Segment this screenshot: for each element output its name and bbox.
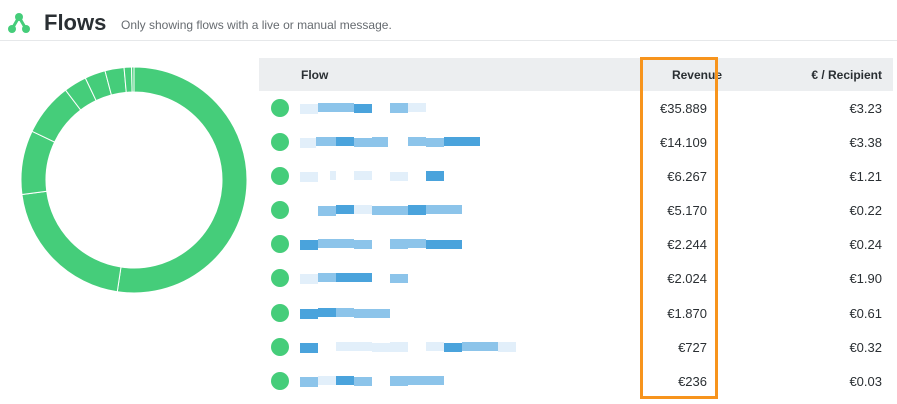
- revenue-value: €5.170: [667, 203, 707, 219]
- status-live-icon: [271, 337, 289, 356]
- flows-logo-icon: [8, 13, 30, 33]
- per-recipient-value: €3.38: [849, 135, 882, 151]
- per-recipient-value: €1.90: [849, 271, 882, 287]
- revenue-value: €35.889: [660, 101, 707, 116]
- status-live-icon: [271, 133, 289, 152]
- status-live-icon: [271, 269, 289, 288]
- revenue-value: €727: [678, 339, 707, 355]
- status-live-icon: [271, 99, 289, 117]
- flow-name-redacted[interactable]: [300, 305, 530, 322]
- page-header: Flows Only showing flows with a live or …: [0, 0, 897, 41]
- column-header-flow[interactable]: Flow: [301, 68, 329, 82]
- status-live-icon: [271, 371, 289, 390]
- revenue-value: €2.024: [667, 271, 707, 287]
- flow-name-redacted[interactable]: [300, 168, 530, 185]
- per-recipient-value: €0.61: [849, 305, 882, 321]
- table-row[interactable]: €35.889 €3.23: [259, 91, 893, 125]
- revenue-value: €1.870: [667, 305, 707, 321]
- flow-name-redacted[interactable]: [300, 202, 530, 219]
- donut-slice[interactable]: [131, 66, 135, 93]
- table-row[interactable]: €2.244 €0.24: [259, 227, 893, 261]
- flows-table: Flow Revenue € / Recipient €35.889€3.23€…: [259, 58, 893, 398]
- status-live-icon: [271, 167, 289, 186]
- per-recipient-value: €1.21: [849, 169, 882, 185]
- page-subtitle: Only showing flows with a live or manual…: [121, 18, 392, 32]
- table-row[interactable]: €236 €0.03: [259, 364, 893, 398]
- revenue-value: €6.267: [667, 169, 707, 185]
- donut-slice[interactable]: [21, 190, 122, 293]
- status-live-icon: [271, 303, 289, 322]
- flow-name-redacted[interactable]: [300, 134, 530, 151]
- donut-slice[interactable]: [116, 66, 248, 294]
- per-recipient-value: €0.32: [849, 339, 882, 355]
- status-live-icon: [271, 235, 289, 254]
- flow-name-redacted[interactable]: [300, 236, 530, 253]
- revenue-donut-chart: [20, 66, 248, 294]
- per-recipient-value: €0.22: [849, 203, 882, 219]
- column-header-per-recipient[interactable]: € / Recipient: [811, 68, 882, 82]
- revenue-value: €2.244: [667, 237, 707, 253]
- revenue-value: €236: [678, 373, 707, 389]
- page-title: Flows: [44, 10, 107, 35]
- flow-name-redacted[interactable]: [300, 339, 530, 356]
- table-row[interactable]: €2.024 €1.90: [259, 261, 893, 295]
- per-recipient-value: €0.24: [849, 237, 882, 253]
- column-header-revenue[interactable]: Revenue: [671, 68, 722, 82]
- flow-name-redacted[interactable]: [300, 373, 530, 390]
- donut-slice[interactable]: [20, 130, 56, 196]
- per-recipient-value: €3.23: [849, 101, 882, 116]
- revenue-value: €14.109: [660, 135, 707, 151]
- status-live-icon: [271, 201, 289, 220]
- table-header: Flow Revenue € / Recipient: [259, 58, 893, 91]
- table-row[interactable]: €6.267 €1.21: [259, 159, 893, 193]
- flow-name-redacted[interactable]: [300, 100, 530, 117]
- table-row[interactable]: €14.109 €3.38: [259, 125, 893, 159]
- table-row[interactable]: €5.170 €0.22: [259, 193, 893, 227]
- table-row[interactable]: €1.870 €0.61: [259, 296, 893, 330]
- flow-name-redacted[interactable]: [300, 270, 530, 287]
- table-row[interactable]: €727 €0.32: [259, 330, 893, 364]
- per-recipient-value: €0.03: [849, 373, 882, 389]
- revenue-column-highlight: [640, 57, 718, 399]
- table-body: €35.889 €3.23 €14.109 €3.38 €6.267 €1.21 €5.17…: [259, 91, 893, 398]
